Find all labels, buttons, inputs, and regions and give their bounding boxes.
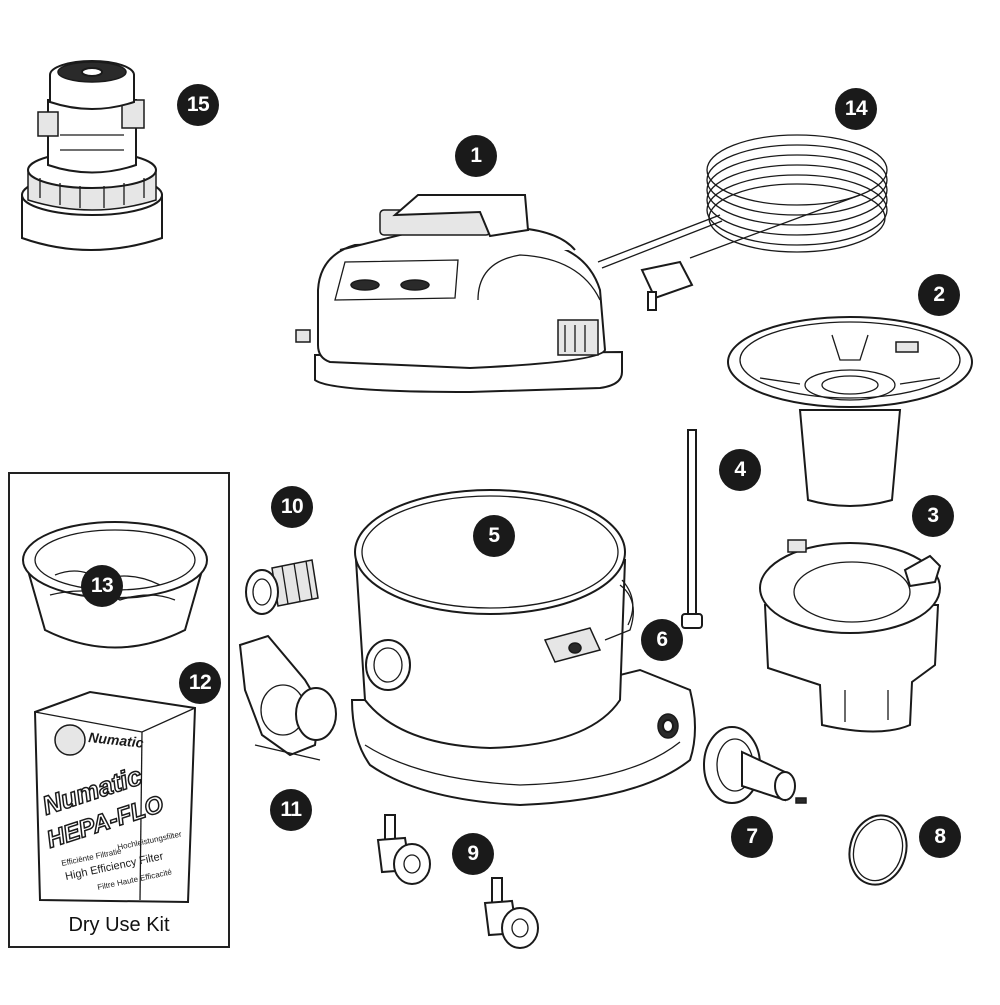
part-number-7: 7 bbox=[731, 816, 773, 858]
part-number-6: 6 bbox=[641, 619, 683, 661]
part-number-14: 14 bbox=[835, 88, 877, 130]
part-number-4: 4 bbox=[719, 449, 761, 491]
part-number-15: 15 bbox=[177, 84, 219, 126]
part-10-small-filter bbox=[245, 559, 319, 615]
part-9-castors bbox=[376, 814, 539, 949]
part-number-8: 8 bbox=[919, 816, 961, 858]
part-number-2: 2 bbox=[918, 274, 960, 316]
part-number-11: 11 bbox=[270, 789, 312, 831]
part-number-12: 12 bbox=[179, 662, 221, 704]
box-top-brand: Numatic bbox=[88, 729, 145, 751]
part-13-cloth-filter bbox=[22, 521, 208, 649]
part-8-seal bbox=[848, 814, 908, 886]
part-7-hose-inlet bbox=[703, 726, 807, 804]
part-6-clip bbox=[604, 584, 634, 641]
part-number-1: 1 bbox=[455, 135, 497, 177]
part-12-bag-box: Numatic Numatic HEPA-FLO Efficiënte Filt… bbox=[33, 690, 197, 904]
dry-use-kit-frame bbox=[8, 472, 230, 948]
dry-use-kit-label: Dry Use Kit bbox=[68, 914, 170, 936]
part-number-5: 5 bbox=[473, 515, 515, 557]
part-1-motor-head bbox=[295, 194, 623, 394]
part-number-13: 13 bbox=[81, 565, 123, 607]
part-number-10: 10 bbox=[271, 486, 313, 528]
part-11-lid-flap bbox=[238, 634, 337, 761]
part-14-power-cable bbox=[597, 134, 888, 311]
part-5-container bbox=[350, 489, 696, 807]
part-3-filter-housing bbox=[759, 539, 942, 733]
part-2-filter-cage bbox=[727, 316, 973, 507]
part-15-motor bbox=[21, 60, 163, 251]
part-number-9: 9 bbox=[452, 833, 494, 875]
part-4-rod bbox=[681, 429, 703, 629]
part-number-3: 3 bbox=[912, 495, 954, 537]
